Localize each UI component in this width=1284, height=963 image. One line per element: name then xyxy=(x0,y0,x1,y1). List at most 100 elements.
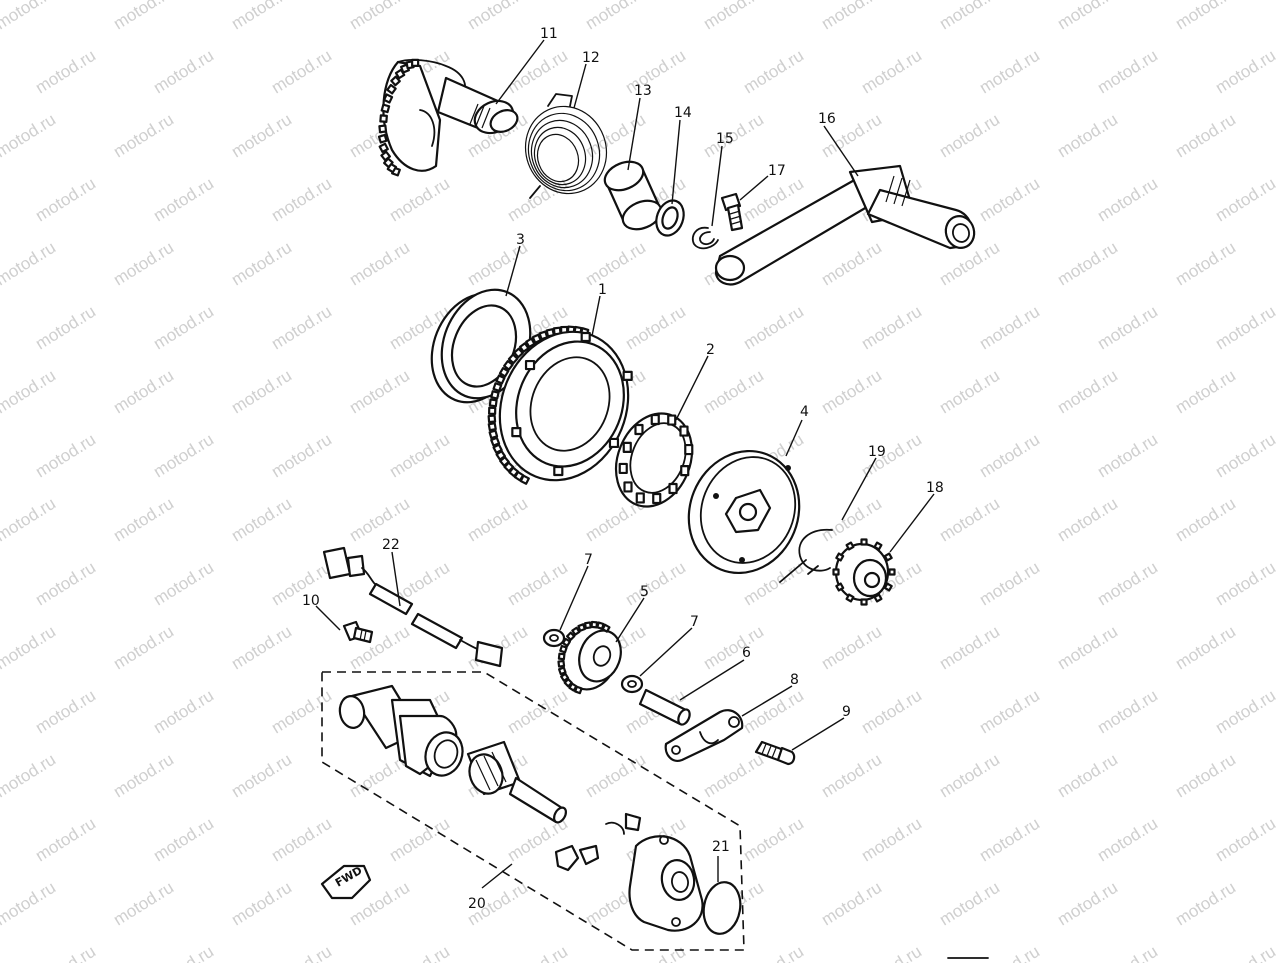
watermark-text: motod.ru xyxy=(386,942,453,963)
forward-arrow-icon: FWD xyxy=(320,864,372,900)
watermark-text: motod.ru xyxy=(700,750,767,802)
watermark-text: motod.ru xyxy=(936,750,1003,802)
watermark-text: motod.ru xyxy=(740,814,807,866)
watermark-text: motod.ru xyxy=(150,686,217,738)
gear-tooth xyxy=(488,398,498,408)
part-4-clutch-plate xyxy=(687,449,801,575)
watermark-text: motod.ru xyxy=(740,302,807,354)
watermark-text: motod.ru xyxy=(1094,942,1161,963)
callout-2: 2 xyxy=(706,342,715,358)
gear-tooth xyxy=(571,626,581,636)
watermark-text: motod.ru xyxy=(1054,366,1121,418)
watermark-text: motod.ru xyxy=(110,878,177,930)
watermark-text: motod.ru xyxy=(268,942,335,963)
clutch-tab xyxy=(511,426,522,438)
callout-22: 22 xyxy=(382,537,400,553)
watermark-text: motod.ru xyxy=(32,174,99,226)
callout-3: 3 xyxy=(516,232,525,248)
part-18-drive-gear xyxy=(832,538,896,606)
watermark-text: motod.ru xyxy=(110,750,177,802)
callout-21: 21 xyxy=(712,839,730,855)
watermark-text: motod.ru xyxy=(976,686,1043,738)
callout-10: 10 xyxy=(302,593,320,609)
callout-4: 4 xyxy=(800,404,809,420)
gear-tooth xyxy=(518,342,530,353)
gear-tooth xyxy=(557,659,566,668)
part-11-kick-shaft xyxy=(377,58,519,177)
watermark-text: motod.ru xyxy=(0,622,59,674)
gear-tooth xyxy=(563,678,573,688)
part-13-collar xyxy=(603,160,663,231)
watermark-text: motod.ru xyxy=(150,942,217,963)
watermark-text: motod.ru xyxy=(1172,750,1239,802)
callout-5: 5 xyxy=(640,584,649,600)
watermark-text: motod.ru xyxy=(0,238,59,290)
watermark-text: motod.ru xyxy=(228,0,295,33)
gear-tooth xyxy=(873,593,883,603)
watermark-text: motod.ru xyxy=(346,366,413,418)
gear-tooth xyxy=(492,382,503,393)
watermark-text: motod.ru xyxy=(504,686,571,738)
gear-tooth xyxy=(488,406,497,416)
gear-tooth xyxy=(832,568,840,576)
watermark-text: motod.ru xyxy=(32,46,99,98)
callout-18: 18 xyxy=(926,480,944,496)
watermark-text: motod.ru xyxy=(936,110,1003,162)
callout-12: 12 xyxy=(582,50,600,66)
watermark-text: motod.ru xyxy=(0,750,59,802)
watermark-text: motod.ru xyxy=(228,494,295,546)
watermark-text: motod.ru xyxy=(504,46,571,98)
roller xyxy=(622,441,632,453)
callout-11: 11 xyxy=(540,26,558,42)
callout-16: 16 xyxy=(818,111,836,127)
gear-tooth xyxy=(498,367,510,378)
watermark-text: motod.ru xyxy=(1094,686,1161,738)
gear-tooth xyxy=(495,374,506,385)
watermark-text: motod.ru xyxy=(976,430,1043,482)
part-22-lead-wire xyxy=(322,546,504,668)
watermark-text: motod.ru xyxy=(1094,814,1161,866)
watermark-text: motod.ru xyxy=(268,46,335,98)
gear-tooth xyxy=(559,644,568,654)
watermark-text: motod.ru xyxy=(936,878,1003,930)
watermark-text: motod.ru xyxy=(818,0,885,33)
watermark-text: motod.ru xyxy=(150,430,217,482)
gear-tooth xyxy=(835,582,845,592)
gear-tooth xyxy=(590,620,599,629)
gear-tooth xyxy=(378,124,388,134)
part-5-idler-gear xyxy=(557,620,622,695)
callout-19: 19 xyxy=(868,444,886,460)
gear-tooth xyxy=(390,75,401,87)
gear-tooth xyxy=(860,598,868,606)
watermark-text: motod.ru xyxy=(346,0,413,33)
roller xyxy=(668,482,678,495)
part-20-starter-motor-assembly xyxy=(321,671,745,951)
watermark-text: motod.ru xyxy=(110,622,177,674)
watermark-text: motod.ru xyxy=(0,366,59,418)
part-8-retainer-plate xyxy=(664,709,744,762)
gear-tooth xyxy=(378,142,389,153)
watermark-text: motod.ru xyxy=(1094,302,1161,354)
gear-tooth xyxy=(835,552,845,562)
watermark-text: motod.ru xyxy=(1054,238,1121,290)
gear-tooth xyxy=(883,582,893,592)
roller xyxy=(634,423,644,436)
watermark-text: motod.ru xyxy=(1212,686,1279,738)
watermark-text: motod.ru xyxy=(858,942,925,963)
watermark-text: motod.ru xyxy=(622,302,689,354)
watermark-text: motod.ru xyxy=(1054,0,1121,33)
watermark-text: motod.ru xyxy=(268,430,335,482)
watermark-text: motod.ru xyxy=(582,0,649,33)
gear-tooth xyxy=(380,150,391,162)
watermark-text: motod.ru xyxy=(150,814,217,866)
watermark-text: motod.ru xyxy=(0,878,59,930)
watermark-text: motod.ru xyxy=(1054,622,1121,674)
roller xyxy=(652,492,662,505)
gear-tooth xyxy=(574,685,583,695)
part-21-cap xyxy=(702,881,742,935)
gear-tooth xyxy=(525,337,536,348)
watermark-text: motod.ru xyxy=(268,686,335,738)
watermark-text: motod.ru xyxy=(1094,46,1161,98)
watermark-text: motod.ru xyxy=(1172,494,1239,546)
